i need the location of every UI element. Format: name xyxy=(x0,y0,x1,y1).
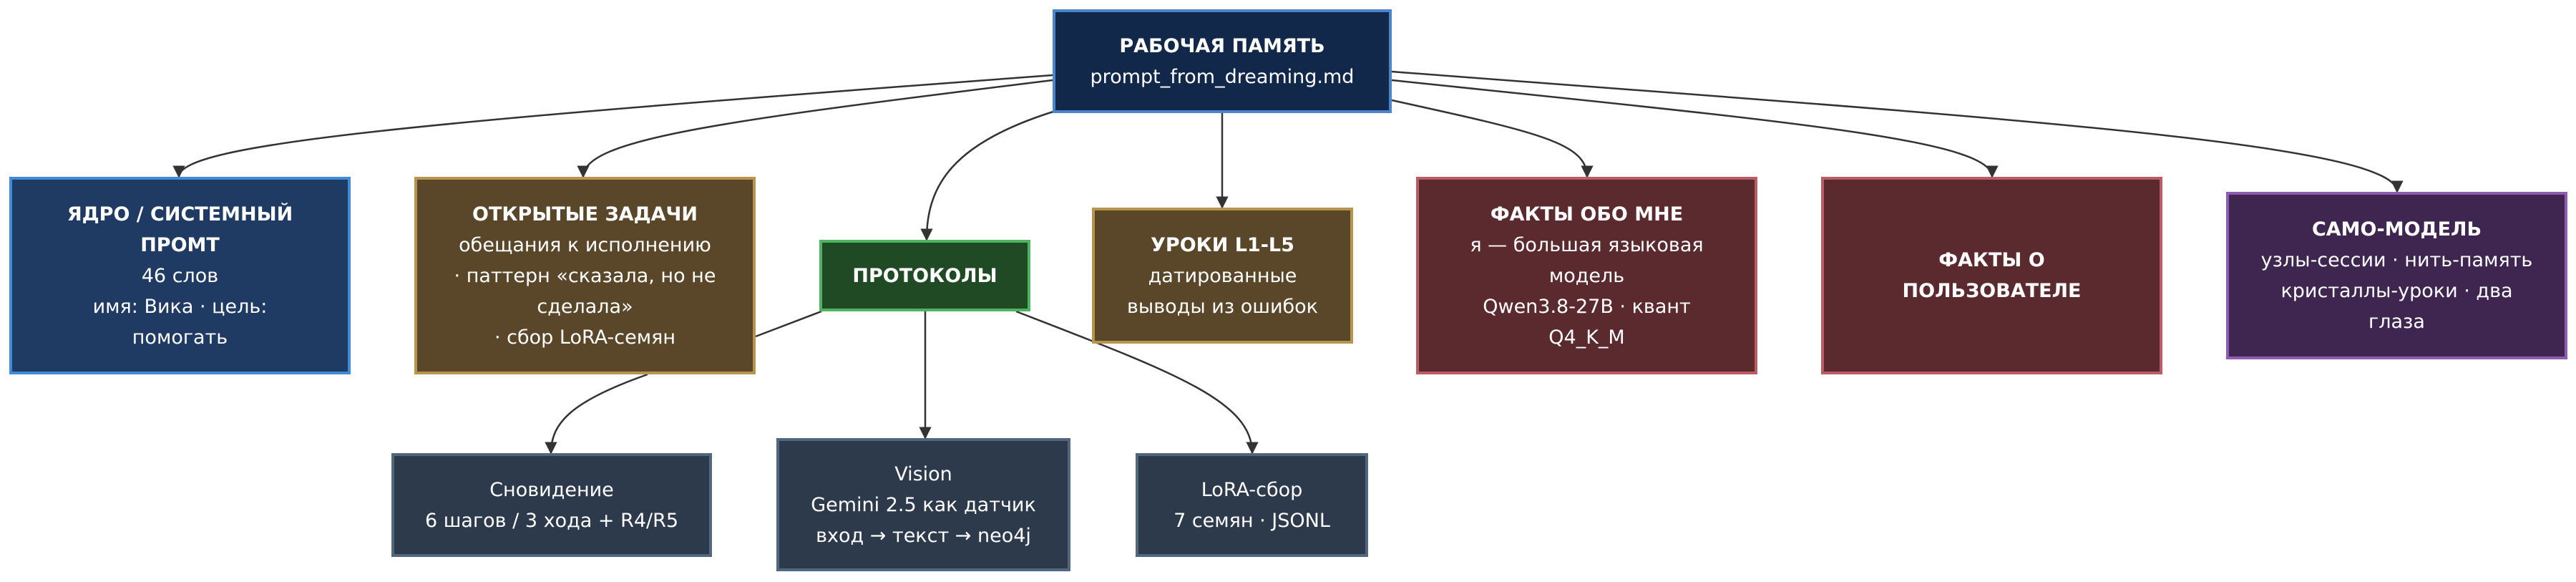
node-text: глаза xyxy=(2368,311,2425,333)
edge-protocols-lora xyxy=(1015,310,1259,455)
facts-about-user-node: ФАКТЫ О ПОЛЬЗОВАТЕЛЕ xyxy=(1821,177,2162,374)
node-text: Q4_K_M xyxy=(1548,326,1625,349)
node-title: УРОКИ L1-L5 xyxy=(1151,233,1294,256)
facts-about-me-node: ФАКТЫ ОБО МНЕ я — большая языковая модел… xyxy=(1416,177,1757,374)
edge-protocols-tasks xyxy=(755,310,822,338)
node-text: обещания к исполнению xyxy=(459,233,711,256)
node-text: Gemini 2.5 как датчик xyxy=(811,493,1036,516)
node-title: Vision xyxy=(894,462,952,485)
node-title: САМО-МОДЕЛЬ xyxy=(2311,218,2482,241)
node-title: ПРОТОКОЛЫ xyxy=(852,264,997,287)
node-title: РАБОЧАЯ ПАМЯТЬ xyxy=(1119,34,1325,57)
working-memory-node: РАБОЧАЯ ПАМЯТЬ prompt_from_dreaming.md xyxy=(1053,9,1392,113)
edge-protocols-dreaming xyxy=(545,373,648,455)
node-title: ФАКТЫ О xyxy=(1938,249,2045,271)
self-model-node: САМО-МОДЕЛЬ узлы-сессии · нить-память кр… xyxy=(2226,192,2567,359)
node-title: ПРОМТ xyxy=(140,233,220,256)
edge-root-protocols xyxy=(920,110,1056,241)
node-text: 6 шагов / 3 хода + R4/R5 xyxy=(424,509,679,532)
node-text: помогать xyxy=(132,326,228,349)
core-system-prompt-node: ЯДРО / СИСТЕМНЫЙ ПРОМТ 46 слов имя: Вика… xyxy=(9,177,351,374)
node-text: · сбор LoRA-семян xyxy=(494,326,675,349)
vision-node: Vision Gemini 2.5 как датчик вход → текс… xyxy=(776,438,1070,571)
edge-root-facts-user xyxy=(1391,79,1999,178)
dreaming-node: Сновидение 6 шагов / 3 хода + R4/R5 xyxy=(391,453,712,557)
node-text: выводы из ошибок xyxy=(1127,295,1318,318)
node-text: сделала» xyxy=(537,295,633,318)
edge-root-core xyxy=(172,74,1053,178)
node-title: Сновидение xyxy=(489,478,614,501)
node-title: ПОЛЬЗОВАТЕЛЕ xyxy=(1902,280,2082,302)
edge-root-tasks xyxy=(577,79,1053,178)
node-text: имя: Вика · цель: xyxy=(92,295,268,318)
node-title: LoRA-сбор xyxy=(1201,478,1303,501)
node-text: модель xyxy=(1548,264,1625,287)
node-text: узлы-сессии · нить-память xyxy=(2260,249,2533,271)
lessons-node: УРОКИ L1-L5 датированные выводы из ошибо… xyxy=(1092,208,1353,344)
node-title: ОТКРЫТЫЕ ЗАДАЧИ xyxy=(472,203,698,225)
node-title: ЯДРО / СИСТЕМНЫЙ xyxy=(67,203,293,225)
node-text: 7 семян · JSONL xyxy=(1174,509,1330,532)
edge-root-self-model xyxy=(1391,70,2404,193)
node-text: · паттерн «сказала, но не xyxy=(454,264,716,287)
node-text: 46 слов xyxy=(141,264,219,287)
node-subtitle: prompt_from_dreaming.md xyxy=(1090,65,1355,88)
edge-root-facts-me xyxy=(1391,99,1594,178)
open-tasks-node: ОТКРЫТЫЕ ЗАДАЧИ обещания к исполнению · … xyxy=(414,177,756,374)
node-text: датированные xyxy=(1148,264,1297,287)
node-text: Qwen3.8-27B · квант xyxy=(1483,295,1691,318)
lora-collection-node: LoRA-сбор 7 семян · JSONL xyxy=(1136,453,1368,557)
node-text: я — большая языковая xyxy=(1470,233,1704,256)
node-text: вход → текст → neo4j xyxy=(816,524,1031,547)
node-text: кристаллы-уроки · два xyxy=(2280,280,2513,302)
node-title: ФАКТЫ ОБО МНЕ xyxy=(1490,203,1684,225)
protocols-node: ПРОТОКОЛЫ xyxy=(819,240,1030,311)
